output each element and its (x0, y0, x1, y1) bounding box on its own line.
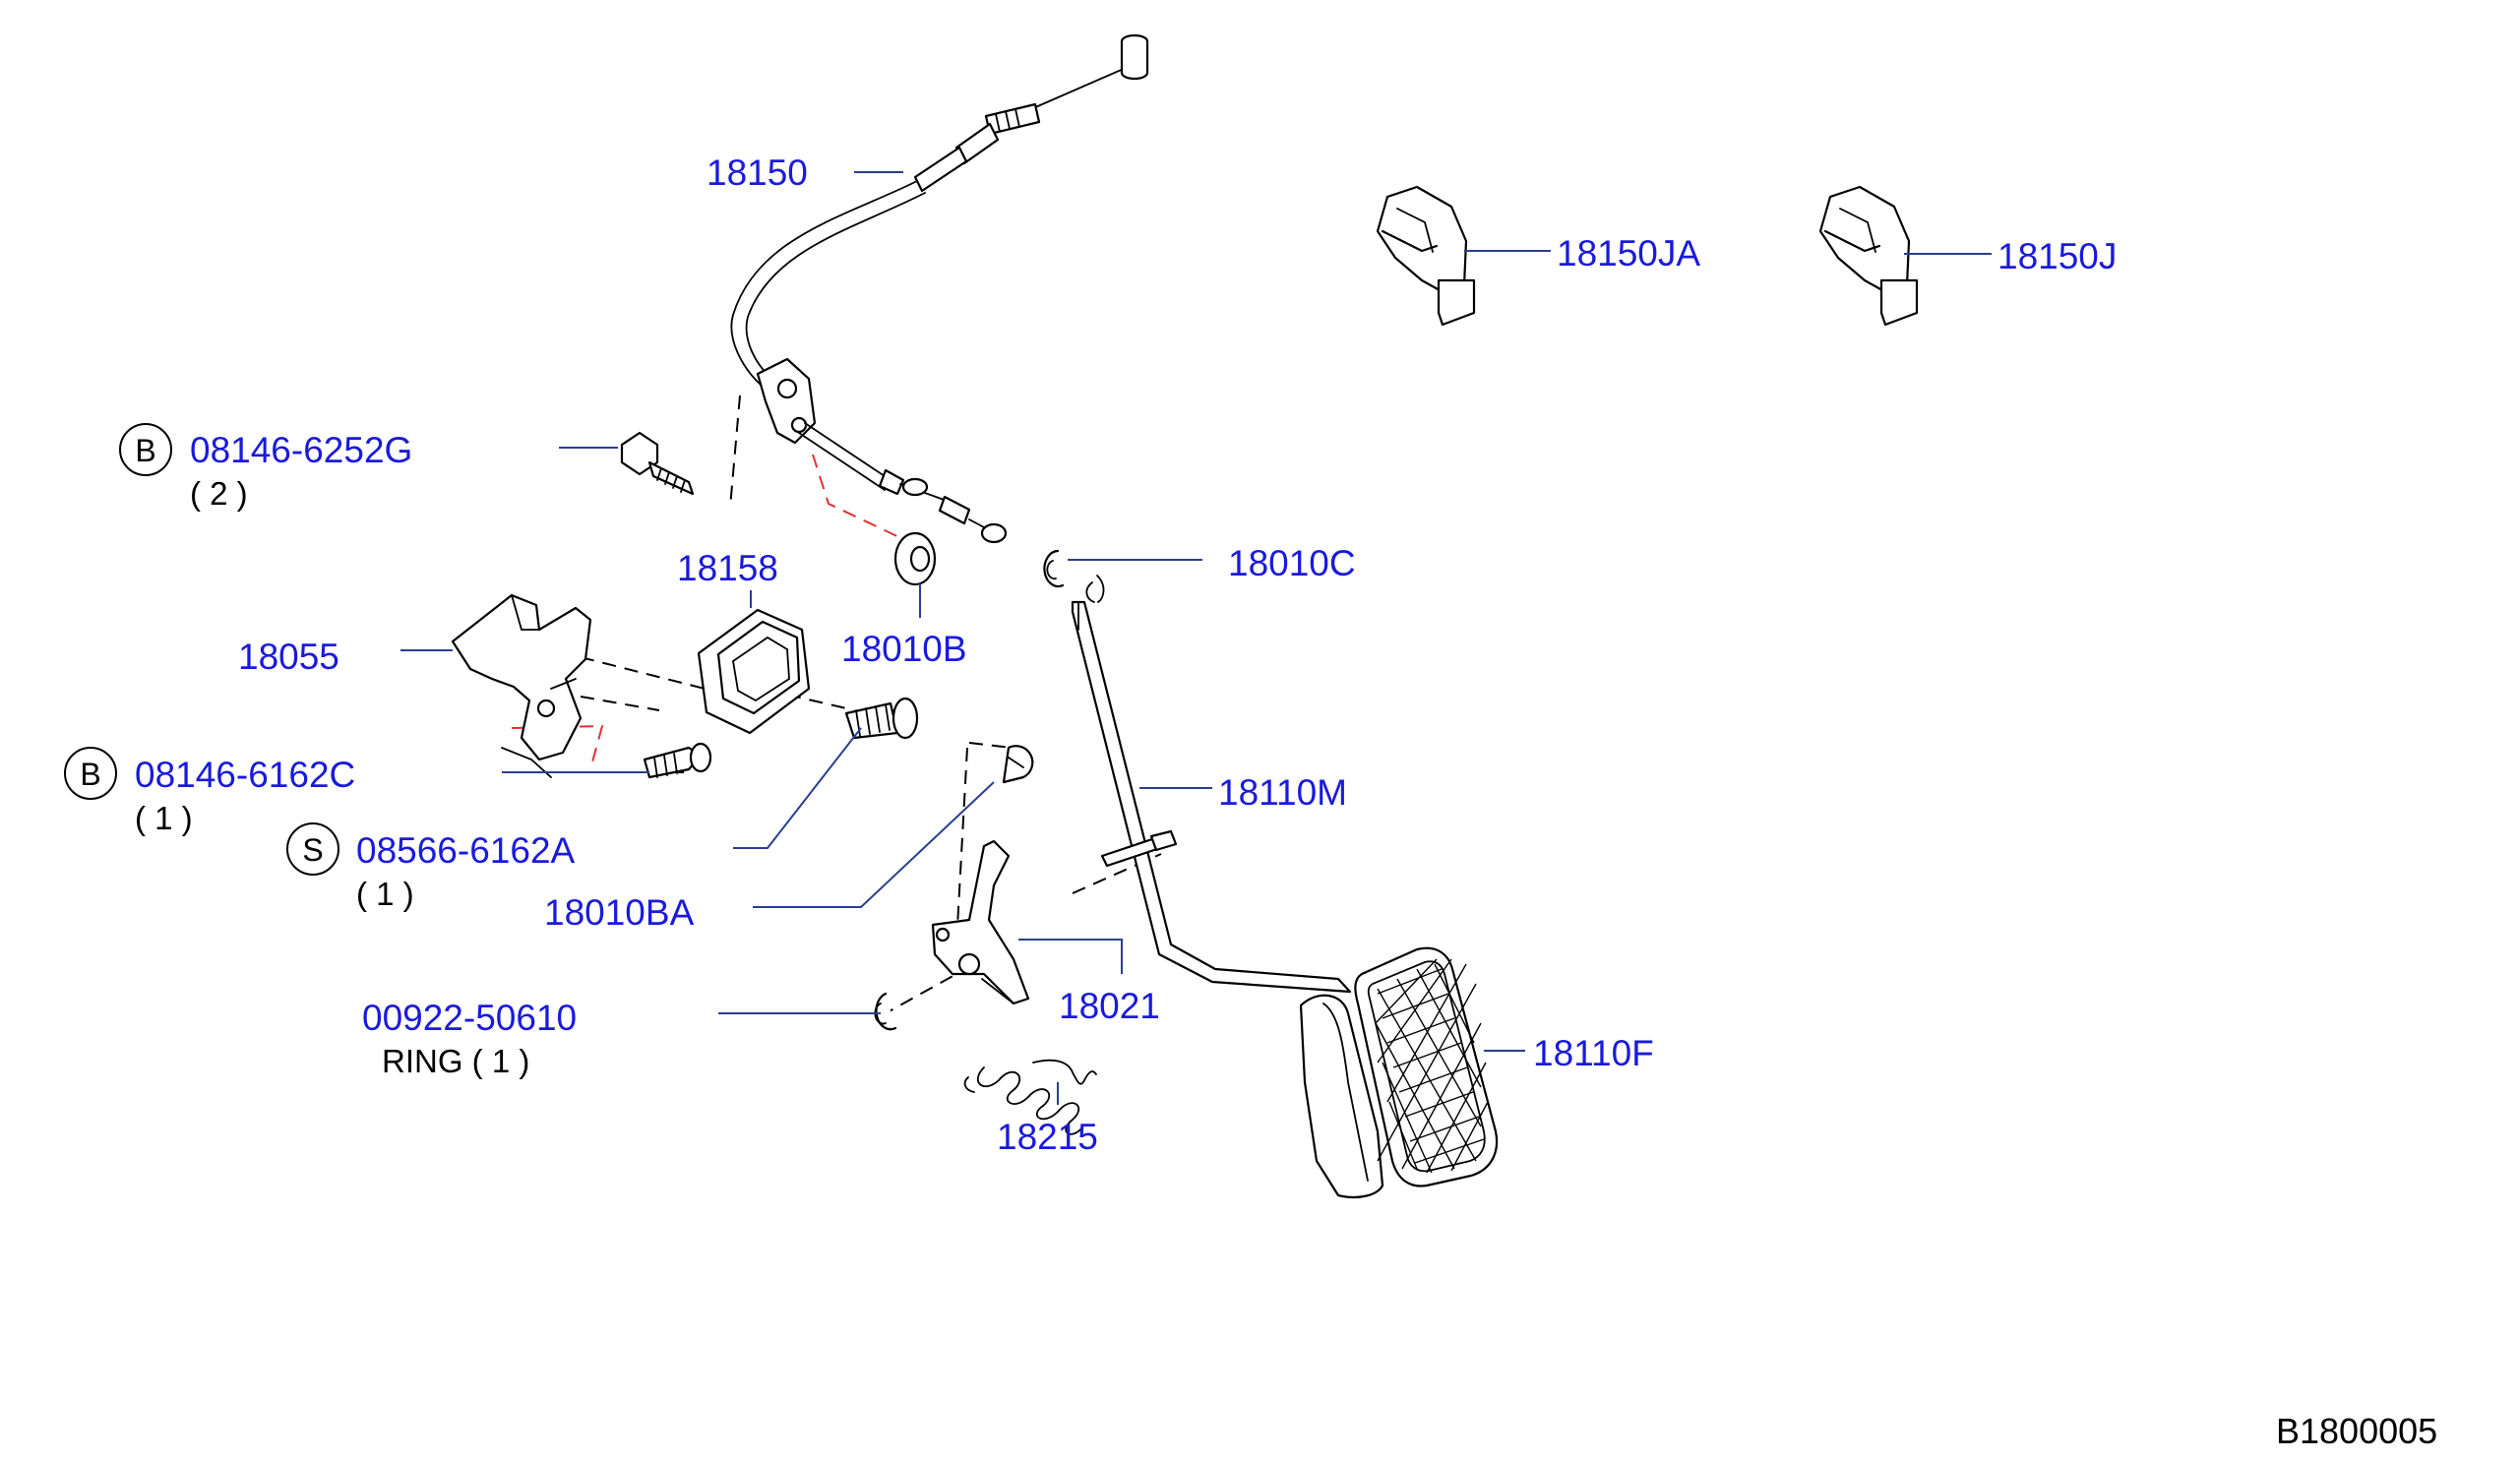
ring-drawing (874, 992, 897, 1031)
callout-18110F[interactable]: 18110F (1533, 1033, 1654, 1073)
assembly-line (580, 696, 660, 711)
callout-00922-50610[interactable]: 00922-50610 RING ( 1 ) (362, 998, 577, 1079)
leader-18010BA (753, 781, 995, 908)
part-number: 00922-50610 (362, 998, 577, 1038)
stopper-drawing (697, 608, 811, 735)
lever-drawing (931, 839, 1030, 1005)
cable-bracket (756, 357, 817, 445)
callout-18150[interactable]: 18150 (707, 152, 808, 193)
assembly-line (955, 747, 968, 945)
callout-18150JA[interactable]: 18150JA (1557, 233, 1700, 274)
callout-18150J[interactable]: 18150J (1998, 236, 2117, 276)
assembly-line (885, 953, 993, 1014)
callout-18055[interactable]: 18055 (238, 637, 339, 677)
callout-18021[interactable]: 18021 (1059, 986, 1160, 1026)
part-number: 08566-6162A (356, 830, 576, 871)
pedal-pad-drawing (1299, 946, 1499, 1199)
diagram-id: B1800005 (2276, 1411, 2437, 1451)
callout-18010B[interactable]: 18010B (841, 629, 967, 669)
accelerator-cable-drawing (730, 33, 1149, 544)
callout-08566-6162A[interactable]: S 08566-6162A ( 1 ) (286, 822, 576, 912)
bushing-drawing (893, 531, 937, 586)
bracket-drawing (451, 593, 592, 778)
quantity: ( 1 ) (356, 876, 414, 912)
quantity: RING ( 1 ) (382, 1043, 529, 1079)
bolt-marker-letter: B (135, 433, 155, 468)
callout-08146-6252G[interactable]: B 08146-6252G ( 2 ) (119, 423, 412, 512)
cable-end-pin (1120, 33, 1149, 81)
bolt-small-drawing (643, 742, 712, 779)
pedal-arm-drawing (1071, 575, 1352, 994)
quantity: ( 1 ) (135, 800, 193, 836)
leader-18021 (1018, 939, 1123, 974)
bolt-drawing (620, 431, 695, 496)
pedal-pad-grid (1375, 958, 1489, 1174)
bolt-marker-circle (119, 423, 172, 476)
screw-marker-circle (286, 822, 339, 876)
callout-18215[interactable]: 18215 (997, 1117, 1098, 1157)
callout-18010BA[interactable]: 18010BA (544, 892, 695, 933)
assembly-line (968, 742, 1013, 749)
clip-ba-drawing (1002, 745, 1034, 784)
callout-18110M[interactable]: 18110M (1218, 772, 1347, 813)
leader-08566-6162A (733, 727, 862, 849)
cable-clip-ja-drawing (1376, 185, 1476, 327)
part-number: 08146-6252G (190, 430, 412, 470)
callout-18010C[interactable]: 18010C (1228, 543, 1356, 583)
part-number: 08146-6162C (135, 755, 355, 795)
screw-marker-letter: S (302, 832, 323, 868)
quantity: ( 2 ) (190, 475, 248, 512)
assembly-line (729, 395, 741, 509)
bolt-marker-letter: B (80, 757, 100, 792)
assembly-line-red (812, 454, 904, 540)
cable-clip-j-drawing (1818, 185, 1919, 327)
spring-drawing (963, 1059, 1097, 1135)
snap-clip-drawing (1043, 549, 1065, 588)
callout-0814x-6162C[interactable]: B 08146-6162C ( 1 ) (64, 747, 355, 836)
bolt-marker-circle (64, 747, 117, 800)
callout-18158[interactable]: 18158 (677, 548, 778, 588)
